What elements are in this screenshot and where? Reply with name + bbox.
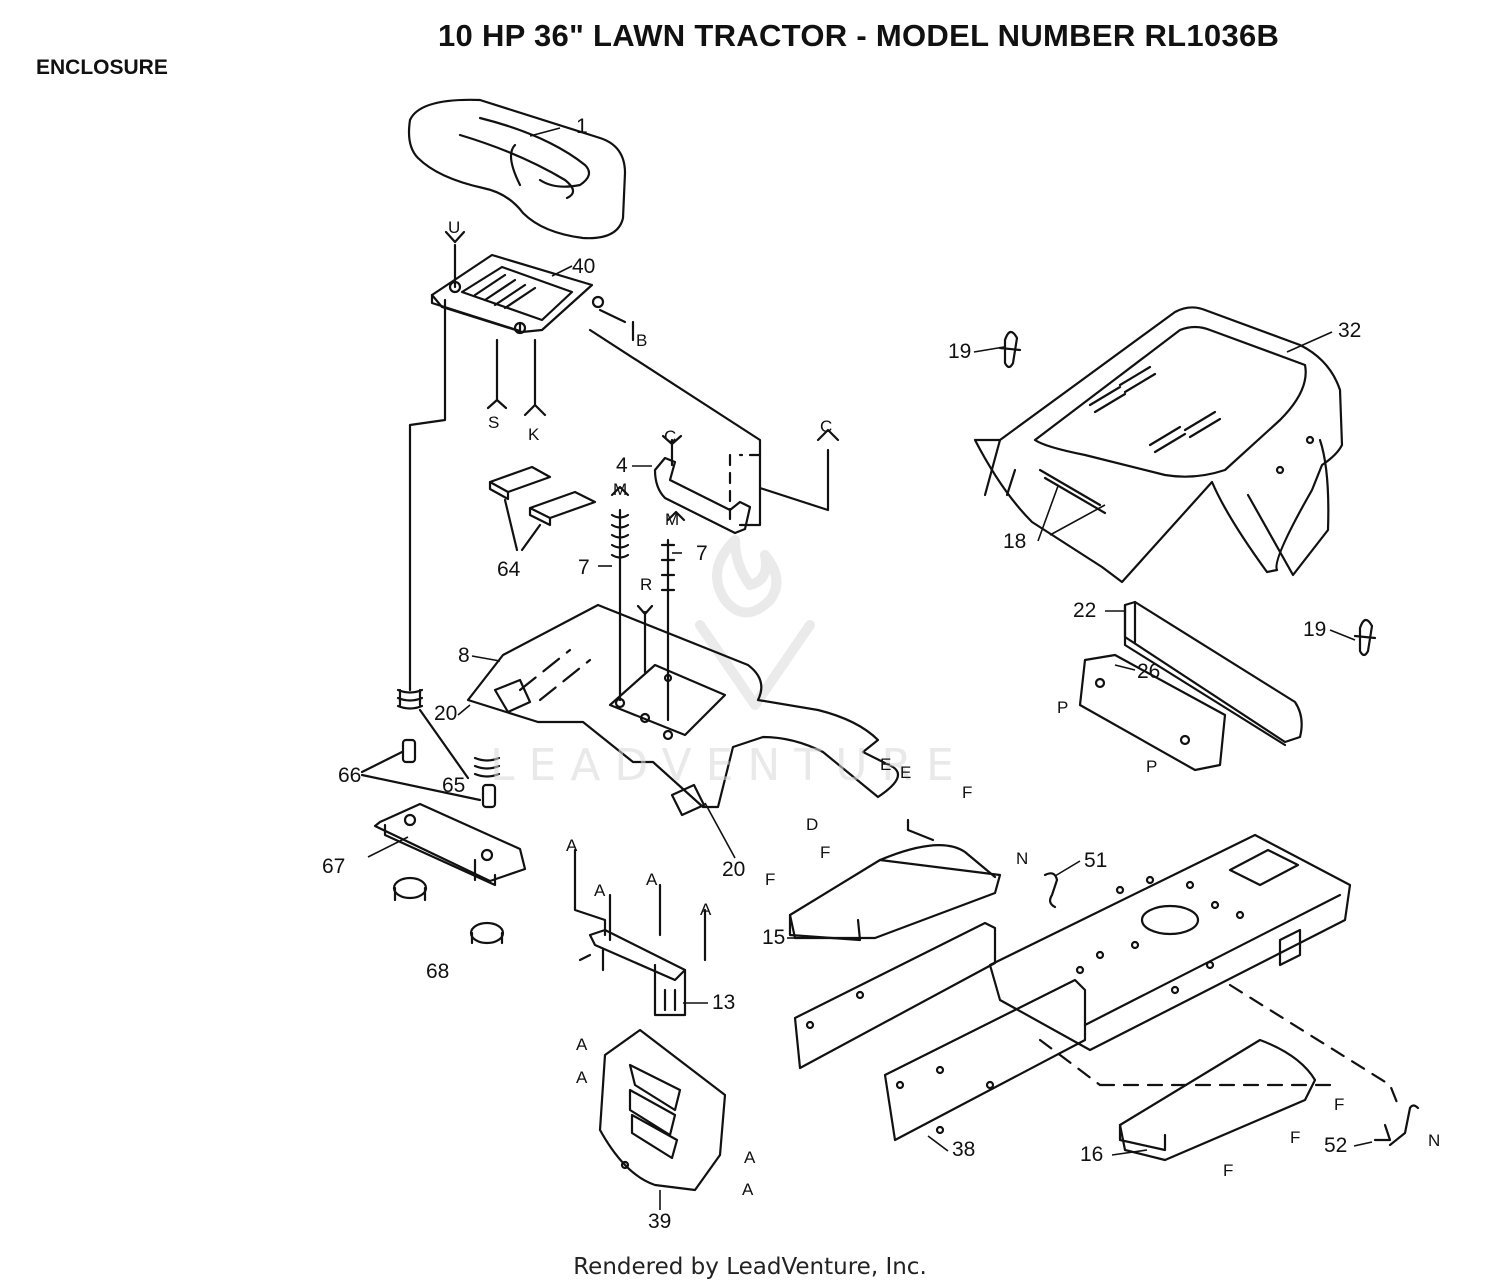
label-part-16: 16 xyxy=(1080,1143,1103,1166)
footer-credit: Rendered by LeadVenture, Inc. xyxy=(573,1254,927,1280)
label-part-52: 52 xyxy=(1324,1134,1347,1157)
part-lower-panel xyxy=(598,1028,727,1192)
ref-C: C xyxy=(820,417,832,436)
section-label: ENCLOSURE xyxy=(36,56,168,79)
ref-E: E xyxy=(880,755,891,774)
part-spring-assembly xyxy=(360,688,527,945)
ref-N: N xyxy=(1016,849,1028,868)
ref-A: A xyxy=(700,900,712,919)
label-part-66: 66 xyxy=(338,764,361,787)
ref-F: F xyxy=(1290,1128,1300,1147)
part-dash-panel xyxy=(466,603,900,817)
label-part-19: 19 xyxy=(948,340,971,363)
ref-M: M xyxy=(665,510,679,529)
label-part-7: 7 xyxy=(578,556,590,579)
part-frame xyxy=(793,833,1402,1142)
label-part-22: 22 xyxy=(1073,599,1096,622)
ref-A: A xyxy=(566,836,578,855)
label-part-68: 68 xyxy=(426,960,449,983)
ref-B: B xyxy=(636,331,647,350)
ref-D: D xyxy=(806,815,818,834)
label-part-18: 18 xyxy=(1003,530,1026,553)
label-part-32: 32 xyxy=(1338,319,1361,342)
ref-A: A xyxy=(594,881,606,900)
label-part-15: 15 xyxy=(762,926,785,949)
label-part-20: 20 xyxy=(722,858,745,881)
part-labels: 1 40 32 19 19 4 64 7 7 18 22 26 8 20 20 … xyxy=(322,115,1361,1233)
ref-F: F xyxy=(820,843,830,862)
label-part-13: 13 xyxy=(712,991,735,1014)
ref-A: A xyxy=(576,1035,588,1054)
label-part-20: 20 xyxy=(434,702,457,725)
ref-P: P xyxy=(1057,698,1068,717)
ref-A: A xyxy=(576,1068,588,1087)
ref-A: A xyxy=(744,1148,756,1167)
label-part-19: 19 xyxy=(1303,618,1326,641)
part-hood xyxy=(973,306,1344,584)
part-right-footrest xyxy=(1118,1038,1317,1162)
label-part-26: 26 xyxy=(1137,660,1160,683)
ref-F: F xyxy=(765,870,775,889)
label-part-40: 40 xyxy=(572,255,595,278)
ref-R: R xyxy=(640,575,652,594)
ref-P: P xyxy=(1146,757,1157,776)
watermark-text: LEADVENTURE xyxy=(490,740,968,791)
ref-A: A xyxy=(646,870,658,889)
ref-F: F xyxy=(1334,1095,1344,1114)
part-pedal-bracket xyxy=(573,848,707,1017)
label-part-51: 51 xyxy=(1084,849,1107,872)
part-left-footrest xyxy=(788,818,1002,942)
label-part-7: 7 xyxy=(696,542,708,565)
watermark-logo xyxy=(695,535,815,710)
ref-E: E xyxy=(900,763,911,782)
reference-letters: U B S K C C M M R P P E E D F F F F F F … xyxy=(448,218,1440,1199)
ref-A: A xyxy=(742,1180,754,1199)
ref-N: N xyxy=(1428,1131,1440,1150)
label-part-38: 38 xyxy=(952,1138,975,1161)
label-part-1: 1 xyxy=(576,115,588,138)
ref-K: K xyxy=(528,425,540,444)
part-bracket xyxy=(653,434,752,535)
label-part-67: 67 xyxy=(322,855,345,878)
ref-F: F xyxy=(1223,1161,1233,1180)
label-part-8: 8 xyxy=(458,644,470,667)
part-seat-pan xyxy=(430,230,605,335)
label-part-39: 39 xyxy=(648,1210,671,1233)
ref-C: C xyxy=(664,427,676,446)
part-seat xyxy=(407,98,627,240)
page-title: 10 HP 36" LAWN TRACTOR - MODEL NUMBER RL… xyxy=(438,18,1280,53)
ref-S: S xyxy=(488,413,499,432)
ref-M: M xyxy=(613,480,627,499)
ref-F: F xyxy=(962,783,972,802)
label-part-65: 65 xyxy=(442,774,465,797)
ref-U: U xyxy=(448,218,460,237)
label-part-64: 64 xyxy=(497,558,521,581)
label-part-4: 4 xyxy=(616,454,628,477)
